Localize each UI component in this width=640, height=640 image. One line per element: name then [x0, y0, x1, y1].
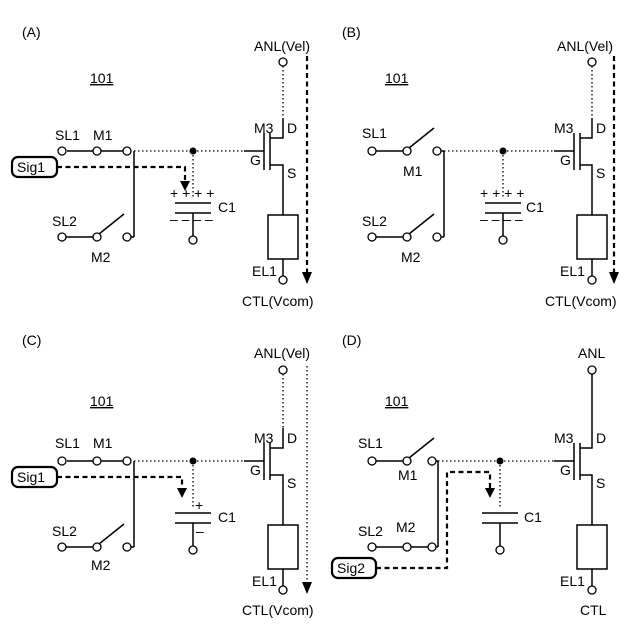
- m1-label: M1: [403, 163, 423, 179]
- signal-label: Sig2: [337, 560, 365, 576]
- reference-number: 101: [385, 70, 409, 86]
- m2-switch: [409, 214, 434, 234]
- sl1-label: SL1: [358, 435, 383, 451]
- reference-number: 101: [90, 393, 114, 409]
- bottom-terminal-label: CTL(Vcom): [545, 293, 617, 309]
- cap-plus: +: [195, 497, 203, 513]
- m2-label: M2: [401, 249, 421, 265]
- sl1-terminal: [368, 147, 376, 155]
- light-emitting-element: [577, 215, 607, 259]
- drain-label: D: [287, 120, 297, 136]
- sl1-label: SL1: [55, 127, 80, 143]
- drain-label: D: [287, 430, 297, 446]
- capacitor-label: C1: [218, 199, 236, 215]
- element-label: EL1: [560, 573, 585, 589]
- anl-terminal: [588, 58, 596, 66]
- sl1-label: SL1: [55, 435, 80, 451]
- m2-switch: [99, 214, 124, 234]
- gate-label: G: [560, 152, 571, 168]
- sl2-label: SL2: [358, 523, 383, 539]
- bottom-terminal-label: CTL(Vcom): [242, 602, 314, 618]
- m2-switch: [99, 524, 124, 544]
- drain-label: D: [596, 430, 606, 446]
- transistor-label: M3: [554, 120, 574, 136]
- cap-charge-top: + + + +: [480, 185, 524, 201]
- panel-b: (B) 101 SL1 M1 SL2 M2 + + + + – – – – C: [342, 24, 619, 309]
- reference-number: 101: [385, 393, 409, 409]
- panel-a: (A) 101 SL1 M1 SL2 M2 Sig1 + + + + – – –…: [12, 24, 314, 309]
- source-label: S: [287, 475, 296, 491]
- sl2-terminal: [368, 233, 376, 241]
- anl-terminal: [279, 58, 287, 66]
- m2-label: M2: [91, 557, 111, 573]
- gate-label: G: [250, 462, 261, 478]
- ctl-terminal: [279, 586, 287, 594]
- sl2-label: SL2: [52, 213, 77, 229]
- m1-contact-right: [123, 147, 131, 155]
- charge-flow-arrow: [376, 472, 490, 568]
- drain-label: D: [596, 120, 606, 136]
- signal-label: Sig1: [17, 469, 45, 485]
- panel-c: (C) 101 SL1 M1 SL2 M2 Sig1 + –: [12, 332, 314, 618]
- panel-label: (A): [22, 24, 41, 40]
- m2-label: M2: [91, 249, 111, 265]
- element-label: EL1: [560, 263, 585, 279]
- element-label: EL1: [252, 573, 277, 589]
- bottom-terminal-label: CTL: [580, 602, 607, 618]
- ctl-terminal: [588, 276, 596, 284]
- sl1-label: SL1: [362, 125, 387, 141]
- charge-flow-arrow: [57, 477, 182, 488]
- m1-switch: [409, 128, 434, 148]
- panel-d: (D) 101 SL1 M1 SL2 M2 Sig2: [332, 332, 607, 618]
- sl2-terminal: [368, 543, 376, 551]
- m1-contact-left: [93, 147, 101, 155]
- anl-terminal: [588, 366, 596, 374]
- gate-label: G: [560, 462, 571, 478]
- top-terminal-label: ANL(Vel): [254, 38, 310, 54]
- m1-label: M1: [93, 435, 113, 451]
- capacitor-label: C1: [218, 509, 236, 525]
- ctl-terminal: [279, 276, 287, 284]
- m1-label: M1: [93, 127, 113, 143]
- panel-label: (C): [22, 332, 41, 348]
- anl-terminal: [279, 366, 287, 374]
- sl1-terminal: [58, 457, 66, 465]
- top-terminal-label: ANL(Vel): [557, 38, 613, 54]
- charge-flow-arrow: [57, 167, 185, 182]
- light-emitting-element: [268, 215, 298, 259]
- ctl-terminal: [588, 586, 596, 594]
- transistor-label: M3: [554, 430, 574, 446]
- element-label: EL1: [252, 263, 277, 279]
- source-label: S: [596, 475, 605, 491]
- source-label: S: [596, 165, 605, 181]
- panel-label: (B): [342, 24, 361, 40]
- sl1-terminal: [58, 147, 66, 155]
- cap-charge-top: + + + +: [170, 185, 214, 201]
- sl2-terminal: [58, 543, 66, 551]
- capacitor-label: C1: [524, 509, 542, 525]
- light-emitting-element: [577, 525, 607, 569]
- panel-label: (D): [342, 332, 361, 348]
- top-terminal-label: ANL: [578, 345, 605, 361]
- reference-number: 101: [90, 70, 114, 86]
- signal-label: Sig1: [17, 159, 45, 175]
- bottom-terminal-label: CTL(Vcom): [242, 293, 314, 309]
- sl2-label: SL2: [52, 523, 77, 539]
- m2-label: M2: [396, 519, 416, 535]
- source-label: S: [287, 165, 296, 181]
- light-emitting-element: [268, 525, 298, 569]
- gate-label: G: [250, 152, 261, 168]
- capacitor-label: C1: [526, 199, 544, 215]
- top-terminal-label: ANL(Vel): [254, 345, 310, 361]
- sl2-terminal: [58, 233, 66, 241]
- m1-switch: [409, 438, 434, 458]
- m1-label: M1: [398, 467, 418, 483]
- sl2-label: SL2: [362, 213, 387, 229]
- sl1-terminal: [368, 457, 376, 465]
- cap-minus: –: [196, 523, 204, 539]
